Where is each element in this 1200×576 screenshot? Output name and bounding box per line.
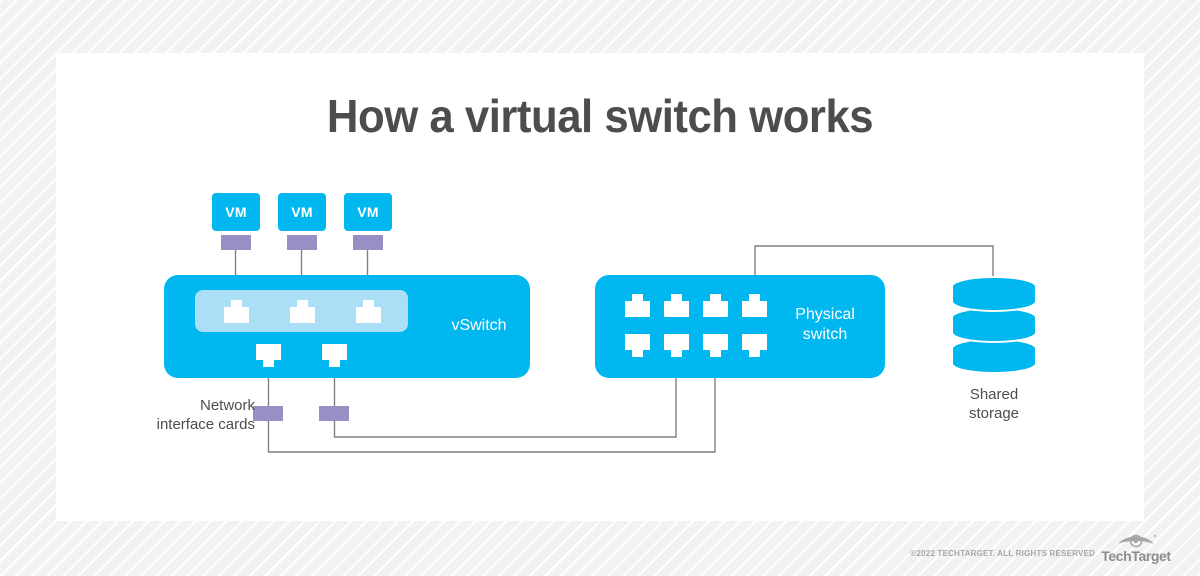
physical-switch-bottom-port-4: [742, 334, 767, 357]
copyright-text: ©2022 TECHTARGET. ALL RIGHTS RESERVED: [910, 549, 1095, 558]
shared-storage-label-line2: storage: [968, 405, 1020, 422]
nic-label-line2: interface cards: [156, 416, 255, 433]
vswitch-downlink-port-1: [256, 344, 281, 367]
nic-label: Network interface cards: [110, 396, 255, 434]
storage-segment-2: [951, 307, 1037, 343]
vm-nic-1: [221, 235, 251, 250]
host-nic-2: [319, 406, 349, 421]
shared-storage-label: Shared storage: [934, 385, 1054, 423]
vswitch-uplink-port-3: [356, 300, 381, 323]
vswitch-label: vSwitch: [451, 317, 507, 334]
vm-label: VM: [291, 204, 313, 220]
page-title: How a virtual switch works: [326, 90, 874, 142]
nic-label-line1: Network: [199, 397, 255, 414]
vm-nic-2: [287, 235, 317, 250]
vswitch-downlink-port-2: [322, 344, 347, 367]
physical-switch-bottom-port-3: [703, 334, 728, 357]
vswitch-port-panel: [195, 290, 408, 332]
vm-box-2[interactable]: VM: [278, 193, 326, 231]
physical-switch-bottom-port-1: [625, 334, 650, 357]
techtarget-wordmark: TechTarget: [1101, 548, 1171, 564]
host-nic-1: [253, 406, 283, 421]
physical-switch-label: Physical switch: [775, 305, 875, 345]
physical-switch-top-port-2: [664, 294, 689, 317]
physical-switch-top-port-4: [742, 294, 767, 317]
vswitch-box[interactable]: vSwitch: [164, 275, 530, 378]
storage-segment-1: [951, 276, 1037, 312]
vm-label: VM: [225, 204, 247, 220]
storage-segment-3: [951, 338, 1037, 374]
vm-nic-3: [353, 235, 383, 250]
techtarget-logo: TechTarget: [1100, 532, 1172, 566]
physical-switch-label-line2: switch: [802, 326, 848, 343]
physical-switch-top-port-1: [625, 294, 650, 317]
vswitch-uplink-port-1: [224, 300, 249, 323]
shared-storage-label-line1: Shared: [969, 386, 1019, 403]
physical-switch-box[interactable]: Physical switch: [595, 275, 885, 378]
vm-box-3[interactable]: VM: [344, 193, 392, 231]
vswitch-uplink-port-2: [290, 300, 315, 323]
eye-icon: [1118, 534, 1156, 548]
vm-label: VM: [357, 204, 379, 220]
physical-switch-top-port-3: [703, 294, 728, 317]
shared-storage-icon[interactable]: [951, 276, 1037, 374]
physical-switch-label-line1: Physical: [795, 306, 855, 323]
vm-box-1[interactable]: VM: [212, 193, 260, 231]
physical-switch-bottom-port-2: [664, 334, 689, 357]
